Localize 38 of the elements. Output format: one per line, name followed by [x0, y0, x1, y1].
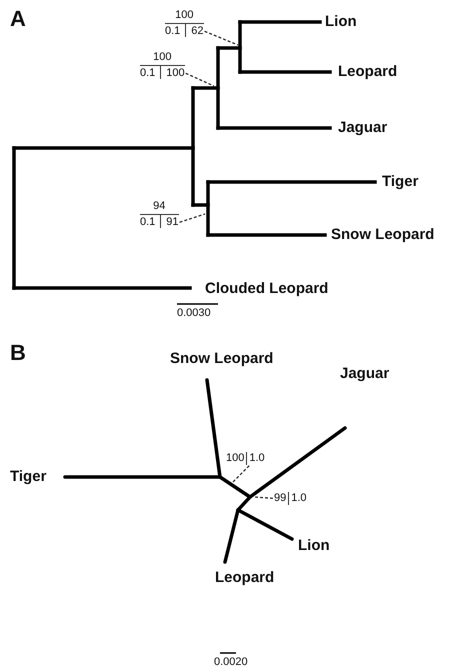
taxon-name: Clouded Leopard [205, 281, 328, 296]
taxon-name: Lion [325, 14, 357, 29]
taxon-name: Leopard [338, 64, 398, 79]
support-value: 62 [190, 24, 204, 38]
support-value: 0.1 [140, 66, 162, 80]
support-value: 100 [165, 66, 185, 80]
panel-letter: B [10, 342, 26, 364]
support-value: 91 [165, 214, 179, 228]
support-value: 100 [226, 452, 248, 465]
support-value: 94 [153, 200, 166, 213]
support-value-label [226, 452, 265, 465]
support-value: 0.1 [140, 214, 162, 228]
support-value: 1.0 [290, 492, 307, 505]
support-value-label [274, 492, 307, 505]
support-value: 1.0 [248, 452, 265, 465]
panel-letter: A [10, 8, 26, 30]
taxon-name: Jaguar [340, 366, 390, 381]
leader-line [232, 465, 250, 482]
taxon-name: Tiger [10, 469, 46, 484]
leader-line [179, 213, 206, 223]
support-value: 100 [153, 51, 172, 64]
taxon-name: Jaguar [338, 120, 388, 135]
taxon-name: Leopard [215, 570, 274, 585]
leader-line [185, 72, 214, 87]
leader-line [204, 30, 238, 46]
support-value: 100 [175, 9, 194, 22]
taxon-name: Snow Leopard [331, 227, 434, 242]
support-value-label [165, 9, 204, 38]
taxon-name: Tiger [382, 174, 418, 189]
scale-value: 0.0030 [177, 308, 211, 319]
taxon-name: Snow Leopard [170, 351, 274, 366]
support-value-label [140, 200, 179, 228]
scale-value: 0.0020 [214, 657, 248, 668]
support-value: 0.1 [165, 24, 186, 38]
support-value-label [140, 51, 185, 80]
support-value: 99 [274, 492, 290, 505]
taxon-name: Lion [298, 538, 330, 553]
leader-line [254, 496, 274, 499]
